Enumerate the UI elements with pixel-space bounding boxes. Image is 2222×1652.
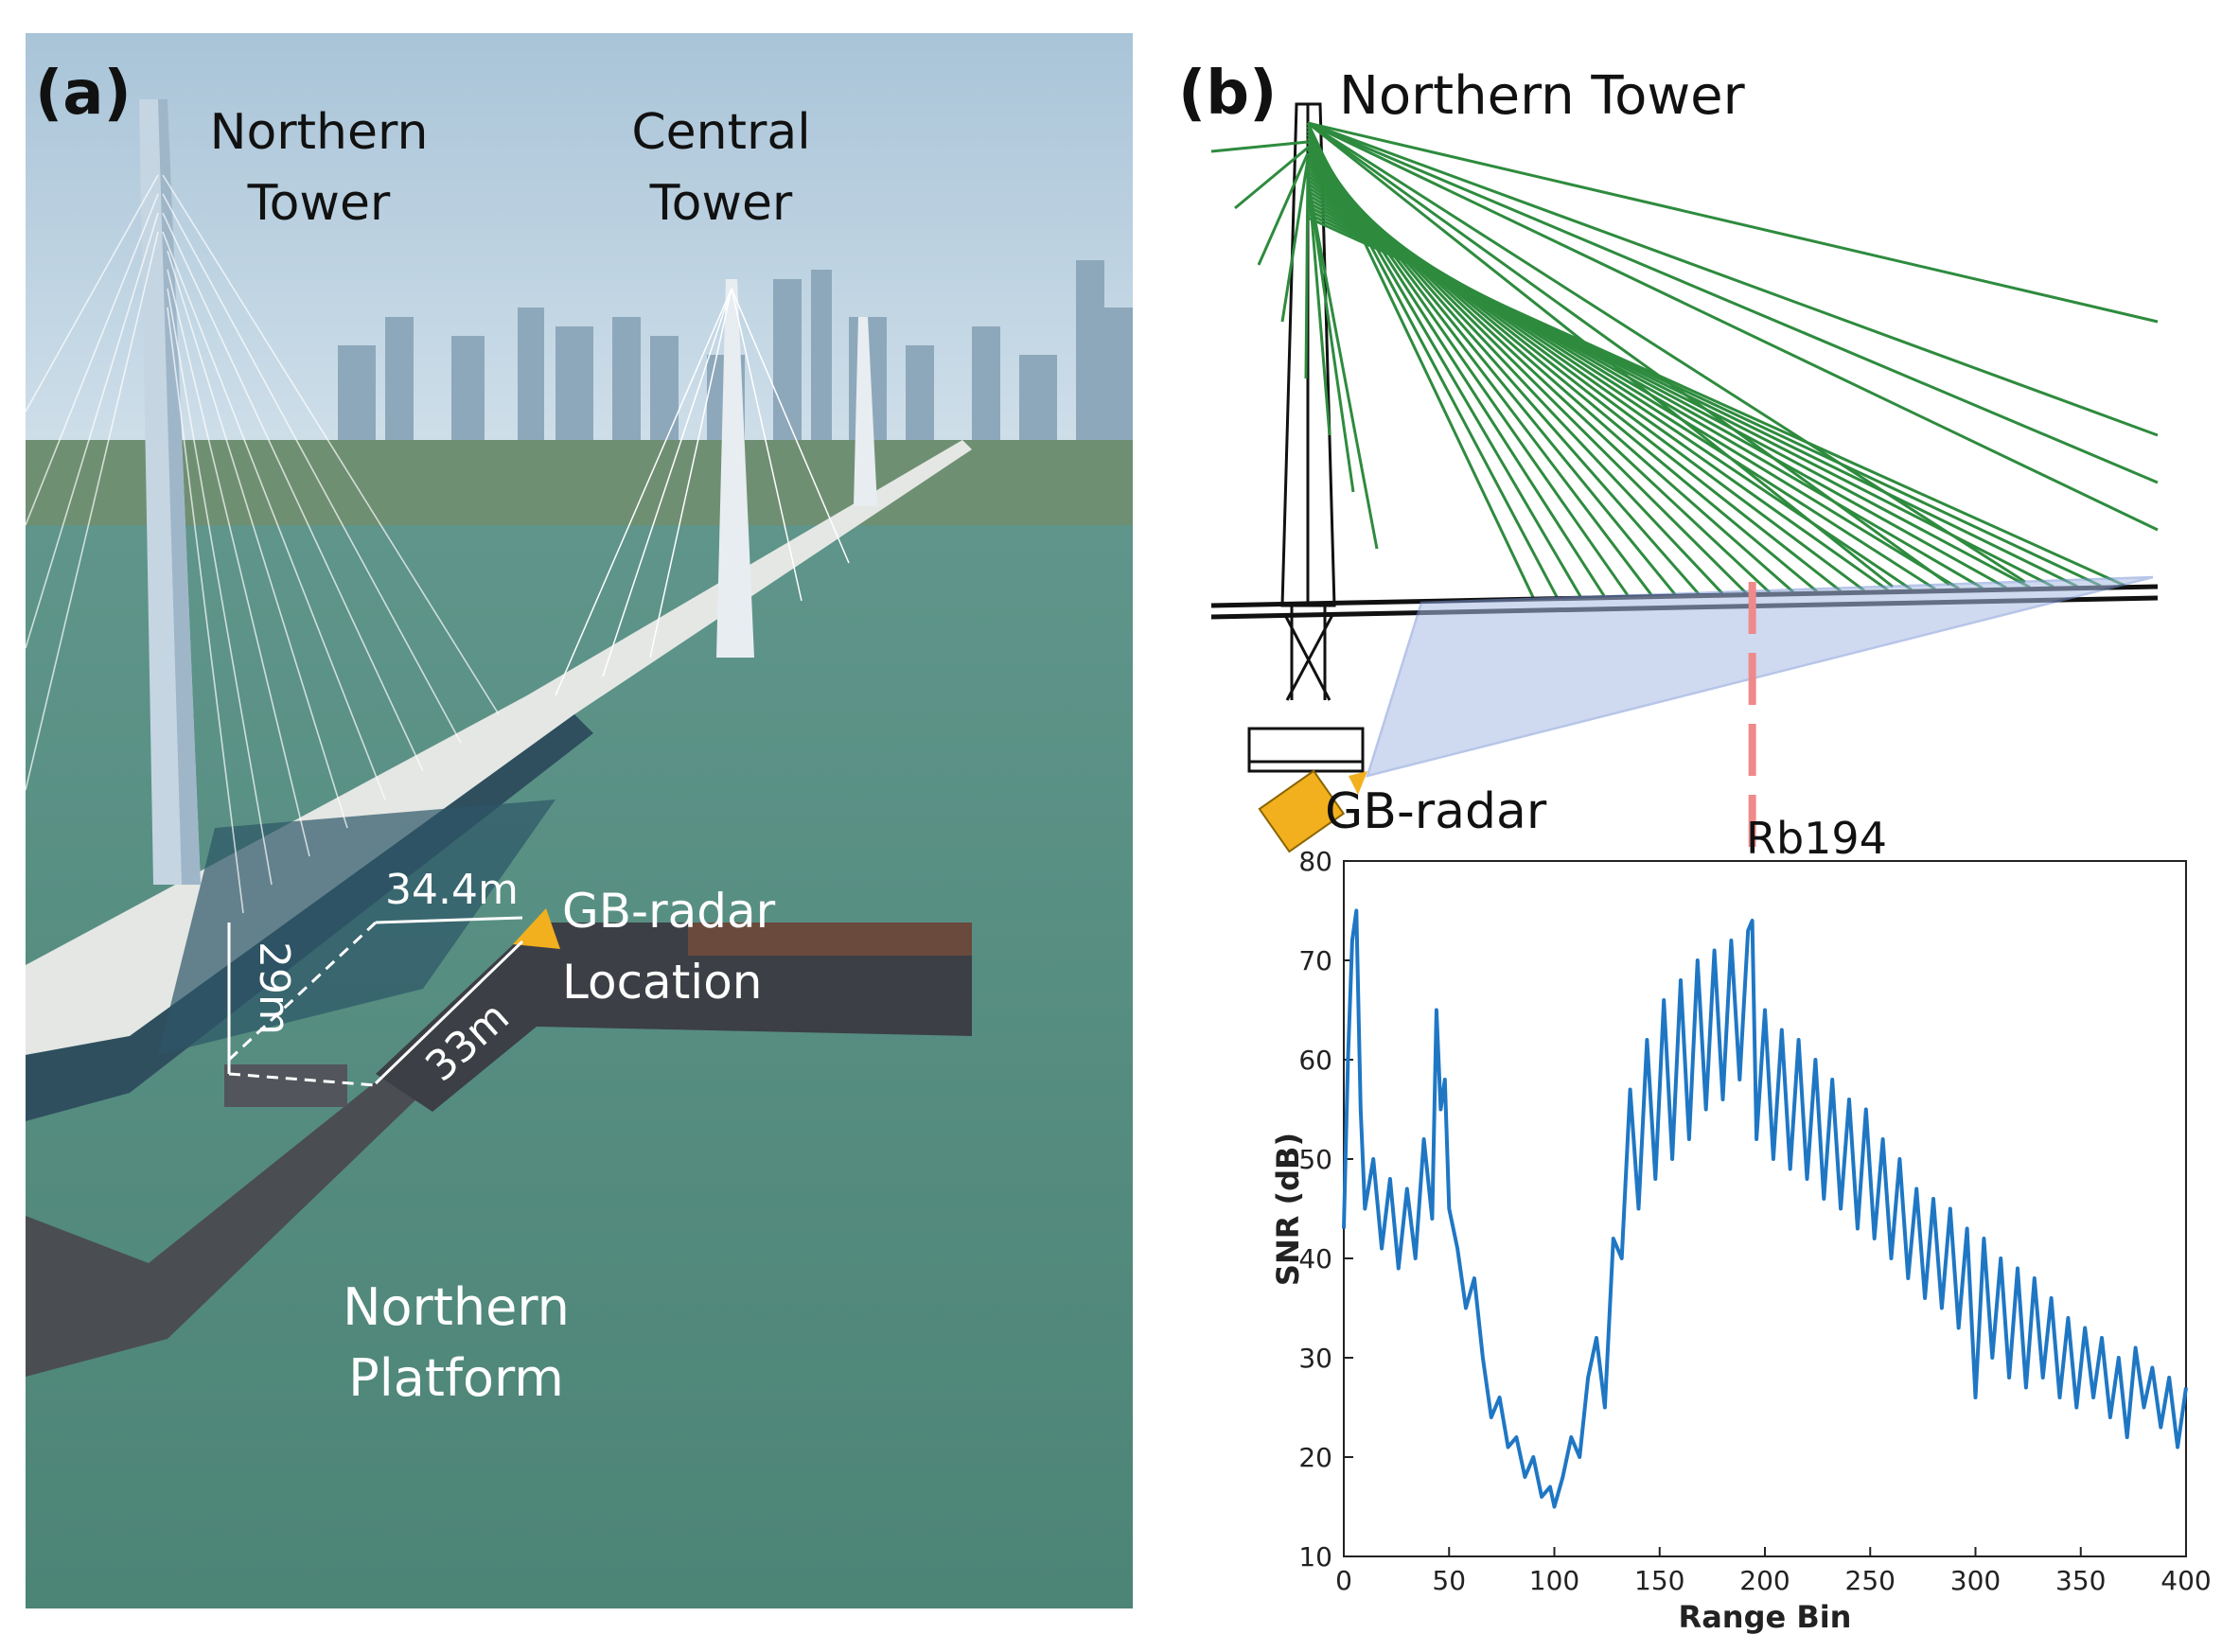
rb194-label: Rb194 <box>1746 813 1887 864</box>
x-tick-label: 100 <box>1529 1565 1579 1596</box>
back-stay-cable <box>1210 140 1309 153</box>
y-axis-label: SNR (dB) <box>1270 1133 1306 1286</box>
northern-tower-label-line2: Tower <box>247 175 391 232</box>
y-tick-label: 80 <box>1298 846 1332 877</box>
plot-area <box>1343 860 2187 1557</box>
snr-series-line <box>1342 908 2188 1509</box>
y-tick-label: 40 <box>1298 1243 1332 1274</box>
panel-b-label: (b) <box>1178 59 1277 129</box>
x-axis-label: Range Bin <box>1679 1599 1852 1635</box>
tower-drawing <box>1247 102 1365 773</box>
gb-radar-device <box>1258 769 1367 853</box>
small-vessel <box>224 1064 347 1107</box>
back-stay-cable <box>1306 169 1331 436</box>
gb-radar-label: GB-radar <box>1325 783 1547 840</box>
y-tick-label: 20 <box>1298 1442 1332 1473</box>
back-stay-cable <box>1304 164 1310 379</box>
back-stay-cable <box>1306 181 1379 550</box>
deck-shadow-water <box>158 800 556 1055</box>
stay-cable <box>1307 121 2159 437</box>
northern-tower-title: Northern Tower <box>1339 65 1746 127</box>
stay-cable <box>1307 121 2026 584</box>
x-tick-label: 200 <box>1739 1565 1790 1596</box>
x-tick-label: 50 <box>1432 1565 1466 1596</box>
back-stay-cable <box>1280 158 1310 323</box>
radar-location-label-line1: GB-radar <box>562 884 776 939</box>
x-tick-label: 400 <box>2160 1565 2211 1596</box>
back-stay-cable <box>1257 152 1310 266</box>
back-stay-cable <box>1234 146 1309 210</box>
stay-cable <box>1307 121 2159 484</box>
northern-tower-label-line1: Northern <box>210 104 429 161</box>
central-tower-label-line2: Tower <box>649 175 793 232</box>
barge <box>688 923 972 956</box>
radar-beam <box>1366 575 2154 778</box>
panel-a-label: (a) <box>35 59 132 129</box>
pier-structure <box>376 923 972 1112</box>
x-tick-label: 300 <box>1950 1565 2001 1596</box>
y-tick-label: 70 <box>1298 945 1332 976</box>
stay-cables <box>1210 121 2159 598</box>
y-tick-label: 50 <box>1298 1144 1332 1175</box>
northern-platform-label-line2: Platform <box>348 1348 564 1408</box>
stay-cable <box>1307 121 2159 532</box>
northern-platform-jetty <box>26 1074 423 1377</box>
bridge-photo-panel: (a) Northern Tower Central Tower GB-rada… <box>25 33 1133 1608</box>
dimension-label-34m: 34.4m <box>385 866 519 914</box>
radar-location-marker <box>513 908 560 949</box>
northern-tower-cables <box>25 174 500 914</box>
x-tick-label: 0 <box>1335 1565 1352 1596</box>
x-tick-label: 350 <box>2055 1565 2106 1596</box>
y-tick-label: 60 <box>1298 1045 1332 1076</box>
stay-cable <box>1307 121 1950 587</box>
y-tick-label: 30 <box>1298 1343 1332 1374</box>
radar-diagram-panel: (b) Northern Tower GB-radar Rb194 10 20 30… <box>1178 59 2212 1635</box>
northern-platform-label-line1: Northern <box>343 1277 570 1337</box>
central-tower-label-line1: Central <box>631 104 810 161</box>
radar-location-label-line2: Location <box>562 955 762 1010</box>
stay-cable <box>1307 216 2125 588</box>
x-tick-label: 150 <box>1634 1565 1684 1596</box>
dimension-lines <box>227 916 524 1087</box>
stay-cable <box>1307 121 1894 589</box>
snr-chart: 10 20 30 40 50 60 70 80 0 50 100 150 200 250 300 350 40… <box>1270 846 2212 1635</box>
stay-cable <box>1307 121 2159 324</box>
dimension-label-29m: 29m <box>250 941 298 1035</box>
x-tick-label: 250 <box>1845 1565 1896 1596</box>
central-tower-structure <box>555 279 877 696</box>
y-tick-label: 10 <box>1298 1541 1332 1573</box>
